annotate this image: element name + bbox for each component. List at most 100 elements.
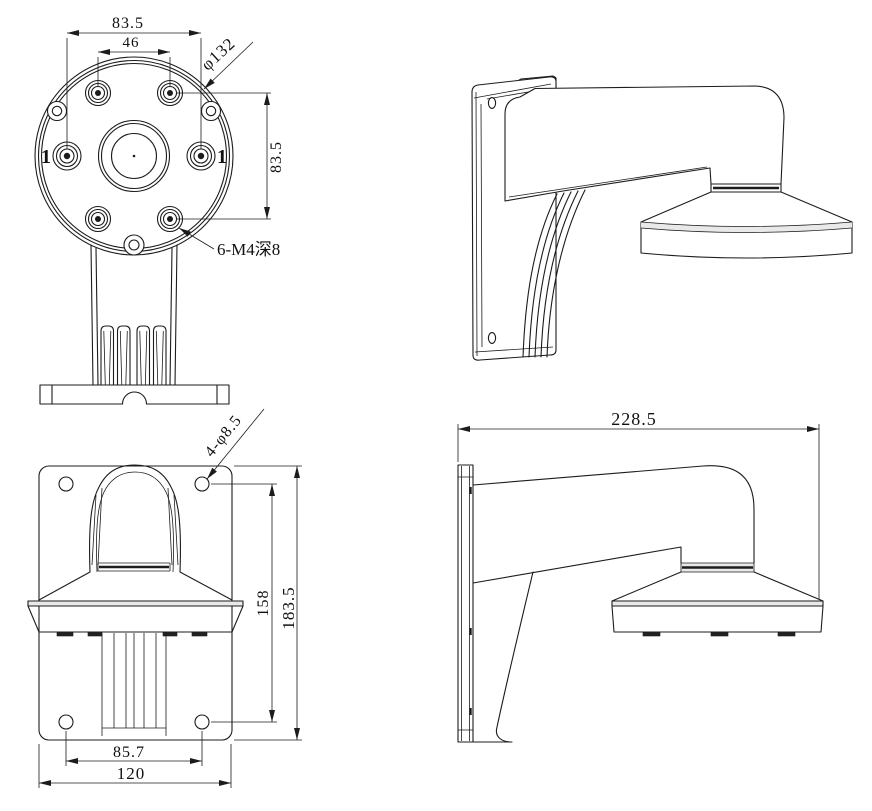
dim-plate-width-120: 120	[38, 744, 232, 788]
plate-outline	[457, 464, 474, 743]
plan-hole-bottom-right	[194, 714, 210, 730]
arm-underside	[472, 546, 682, 584]
neck-edge-lines	[90, 244, 178, 386]
skirt-flares	[38, 571, 233, 601]
dim-plate-diameter: φ132	[197, 34, 254, 90]
dim-text: 83.5	[112, 15, 144, 32]
ring	[87, 208, 109, 230]
screw-hole-bottom-right	[156, 205, 184, 233]
ear-hole	[205, 105, 217, 117]
rim-band-fill	[28, 601, 243, 606]
dim-hole-spacing-857: 85.7	[65, 731, 203, 766]
iso-cap-ring	[710, 183, 782, 193]
plan-hole-bottom-left	[58, 714, 74, 730]
dish-rim-lines	[640, 221, 853, 233]
dome-arch-inner	[96, 471, 174, 573]
thread-note: 6-M4深8	[178, 227, 280, 259]
mount-neck	[90, 244, 178, 386]
note-text: 6-M4深8	[217, 240, 280, 259]
iso-gusset-ribs	[522, 189, 586, 358]
rim-band-lines	[27, 600, 244, 607]
leader-line	[178, 227, 215, 250]
dish-foot	[710, 631, 729, 637]
plan-dome	[89, 464, 181, 573]
base-outline	[39, 384, 230, 405]
leader-line	[203, 41, 254, 90]
ear-boss	[46, 100, 68, 122]
dim-plate-height-1835: 183.5	[234, 465, 302, 741]
dim-hole-spacing-158: 158	[211, 483, 277, 723]
dish-outline	[640, 191, 853, 259]
rim-ear-bottom	[123, 234, 145, 256]
hole-dot	[63, 152, 71, 160]
dish-flares	[611, 571, 824, 602]
plan-dish	[27, 571, 244, 637]
rim-ear-upper-right	[200, 100, 222, 122]
plan-holes-note: 4-φ8.5	[202, 408, 265, 480]
bottom-view: 4-φ8.5 158 183.5 85.7 120	[27, 408, 302, 788]
dim-top-holes-spacing: 46	[97, 35, 171, 86]
hole-dot	[167, 90, 173, 96]
plate-thickness-lines	[473, 83, 554, 357]
dim-text: 120	[117, 764, 146, 783]
hole-marker-right: 1	[217, 146, 227, 168]
cable-arch	[121, 391, 148, 405]
iso-arm	[504, 85, 785, 202]
arm-outline	[504, 85, 785, 202]
lens-ring-mid	[100, 122, 168, 190]
lens-ring-inner	[110, 132, 158, 180]
dish-sides	[27, 605, 244, 633]
dim-total-depth: 228.5	[457, 409, 820, 599]
dish-foot	[777, 631, 796, 637]
ext-line	[211, 483, 277, 723]
iso-dome-dish	[640, 191, 853, 259]
side-arm	[472, 465, 755, 743]
hole-dot	[167, 216, 173, 222]
hole-dot	[197, 152, 205, 160]
dish-foot	[87, 631, 103, 637]
ear-hole	[51, 105, 63, 117]
dim-text: 85.7	[113, 744, 145, 761]
side-view: 228.5	[457, 409, 824, 743]
dome-side-facets	[91, 487, 179, 566]
hole-dot	[95, 90, 101, 96]
lens-ring-outer	[97, 119, 171, 193]
dim-text: 46	[123, 35, 140, 51]
rim-ear-upper-left	[46, 100, 68, 122]
ear-hole	[128, 239, 140, 251]
dim-text: 228.5	[611, 409, 657, 429]
mount-base	[39, 384, 230, 405]
ear-boss	[123, 234, 145, 256]
ring	[84, 205, 112, 233]
dim-text: φ132	[197, 34, 239, 75]
side-dome-dish	[611, 571, 824, 637]
ext-line	[457, 424, 820, 599]
dish-foot	[191, 631, 208, 637]
dim-text: 183.5	[279, 586, 298, 629]
front-view: 1 1 83.5 46 φ132 83.5 6-M4深8	[34, 15, 285, 405]
note-text: 4-φ8.5	[202, 412, 246, 460]
arm-underside-inner-line	[508, 166, 708, 198]
side-wall-plate	[457, 464, 474, 743]
lens-opening	[97, 119, 171, 193]
hole-marker-left: 1	[41, 146, 51, 168]
ext-line	[234, 465, 302, 741]
dome-arch-outer	[89, 464, 181, 573]
rim-band-fill	[612, 601, 823, 606]
dish-foot	[56, 631, 74, 637]
neck-rib-inner-lines	[103, 330, 164, 386]
lens-center-dot	[132, 154, 136, 158]
dim-hole-spacing-vertical: 83.5	[176, 92, 285, 220]
isometric-view	[471, 75, 853, 361]
hole-dot	[95, 216, 101, 222]
dish-sides	[611, 605, 824, 633]
plan-hole-top-left	[58, 476, 74, 492]
neck-rib-tabs	[100, 325, 167, 386]
arm-top-edge	[472, 465, 755, 564]
ring	[90, 85, 106, 101]
dim-text: 83.5	[268, 141, 285, 173]
dome-cap-band	[97, 562, 171, 572]
gusset-profile	[472, 571, 534, 743]
